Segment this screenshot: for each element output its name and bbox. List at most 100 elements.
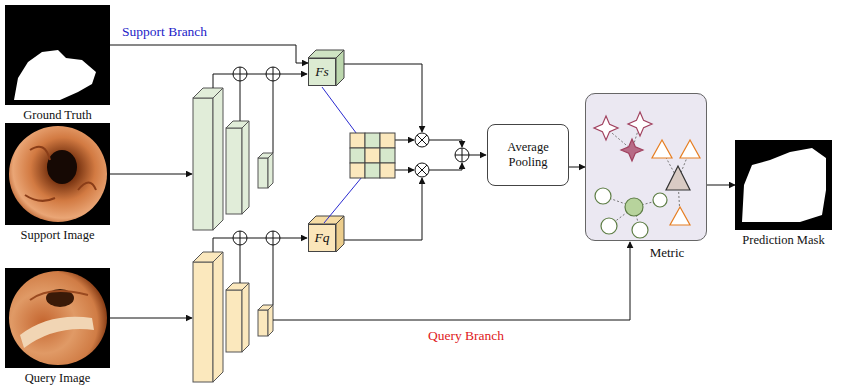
class-circles bbox=[595, 188, 667, 238]
distance-line bbox=[662, 150, 690, 216]
connector bbox=[110, 45, 308, 63]
wire bbox=[273, 242, 630, 320]
encoder-layer bbox=[242, 283, 249, 352]
class-stars bbox=[594, 112, 652, 161]
wire bbox=[280, 238, 307, 239]
caption: Metric bbox=[650, 245, 685, 261]
circle-sample bbox=[601, 218, 617, 234]
encoder-layer bbox=[268, 305, 273, 336]
matrix-cell bbox=[365, 148, 380, 163]
metric-illustration bbox=[585, 93, 707, 241]
distance-lines bbox=[603, 124, 690, 230]
connector bbox=[569, 167, 585, 168]
attention-arrow bbox=[322, 87, 368, 149]
triangle-sample bbox=[680, 140, 700, 158]
image-node: Query Image bbox=[5, 268, 110, 368]
star-prototype bbox=[621, 139, 643, 161]
wire bbox=[280, 74, 307, 75]
multiply-symbol bbox=[415, 133, 429, 147]
circle-sample bbox=[653, 193, 667, 207]
branch-label: Support Branch bbox=[122, 24, 207, 40]
colon-fold bbox=[30, 291, 88, 300]
wire bbox=[344, 178, 422, 240]
wire bbox=[213, 238, 233, 252]
multiply-symbol bbox=[417, 135, 427, 145]
add-symbol bbox=[266, 67, 280, 81]
caption: Query Image bbox=[25, 371, 91, 386]
prediction-mask-image bbox=[735, 140, 832, 230]
encoder-layer bbox=[193, 98, 213, 230]
colon-fold bbox=[20, 317, 94, 348]
branch-label: Query Branch bbox=[428, 328, 504, 344]
wire bbox=[344, 64, 422, 132]
star-sample bbox=[594, 116, 618, 140]
node-text: Fs bbox=[315, 64, 329, 80]
encoder-layer bbox=[258, 310, 268, 336]
metric-panel-fill bbox=[585, 93, 707, 241]
caption: Ground Truth bbox=[23, 108, 91, 123]
feature-cube: Fs bbox=[308, 58, 336, 86]
triangle-prototype bbox=[666, 166, 690, 190]
node-text: Average Pooling bbox=[492, 140, 564, 170]
wire bbox=[469, 155, 486, 156]
image-node: Prediction Mask bbox=[735, 140, 832, 230]
image-node: Ground Truth bbox=[5, 5, 110, 105]
encoder-layer bbox=[213, 88, 223, 230]
circle-sample bbox=[595, 188, 611, 204]
caption: Prediction Mask bbox=[742, 233, 824, 248]
support-image bbox=[5, 123, 110, 225]
matrix-cell bbox=[350, 133, 365, 148]
image-ground bbox=[5, 123, 110, 225]
add-symbol bbox=[266, 231, 280, 245]
affinity-matrix bbox=[350, 133, 395, 178]
cube-face bbox=[336, 216, 344, 252]
matrix-cell bbox=[380, 133, 395, 148]
circle-sample bbox=[632, 222, 648, 238]
add-symbol bbox=[233, 231, 247, 245]
encoder-layer bbox=[193, 262, 213, 382]
wire bbox=[429, 140, 462, 147]
wire bbox=[247, 238, 266, 239]
encoder-layer bbox=[258, 158, 268, 188]
colon-fold bbox=[25, 147, 96, 201]
process-box: Average Pooling bbox=[487, 124, 569, 186]
wire bbox=[273, 245, 274, 305]
image-node: Support Image bbox=[5, 123, 110, 225]
image-ground bbox=[5, 5, 110, 105]
caption: Support Image bbox=[21, 228, 95, 243]
connector bbox=[707, 185, 735, 186]
mask-shape bbox=[14, 50, 96, 100]
wire bbox=[395, 170, 414, 171]
matrix-cell bbox=[365, 133, 380, 148]
add-symbol bbox=[233, 231, 247, 245]
wires bbox=[110, 64, 630, 320]
triangle-sample bbox=[652, 140, 672, 158]
query-encoder bbox=[193, 252, 273, 382]
multiply-symbol bbox=[417, 165, 427, 175]
cube-faces bbox=[308, 50, 344, 252]
add-symbol bbox=[233, 67, 247, 81]
cube-face bbox=[336, 50, 344, 86]
image-ground bbox=[735, 140, 832, 230]
node-text: Fq bbox=[315, 230, 330, 246]
colon-view bbox=[9, 126, 107, 222]
wire bbox=[273, 81, 274, 153]
add-symbol bbox=[266, 67, 280, 81]
multiply-symbol bbox=[415, 163, 429, 177]
wire bbox=[395, 140, 414, 141]
query-image bbox=[5, 268, 110, 368]
wire bbox=[110, 318, 192, 319]
encoder-layer bbox=[226, 128, 242, 214]
star-sample bbox=[628, 112, 652, 136]
add-symbol bbox=[233, 67, 247, 81]
encoder-layer bbox=[268, 153, 273, 188]
matrix-cell bbox=[365, 163, 380, 178]
matrix-cell bbox=[380, 148, 395, 163]
matrix-cell bbox=[350, 148, 365, 163]
support-encoder bbox=[193, 88, 273, 230]
ground-truth-image bbox=[5, 5, 110, 105]
class-triangles bbox=[652, 140, 700, 225]
